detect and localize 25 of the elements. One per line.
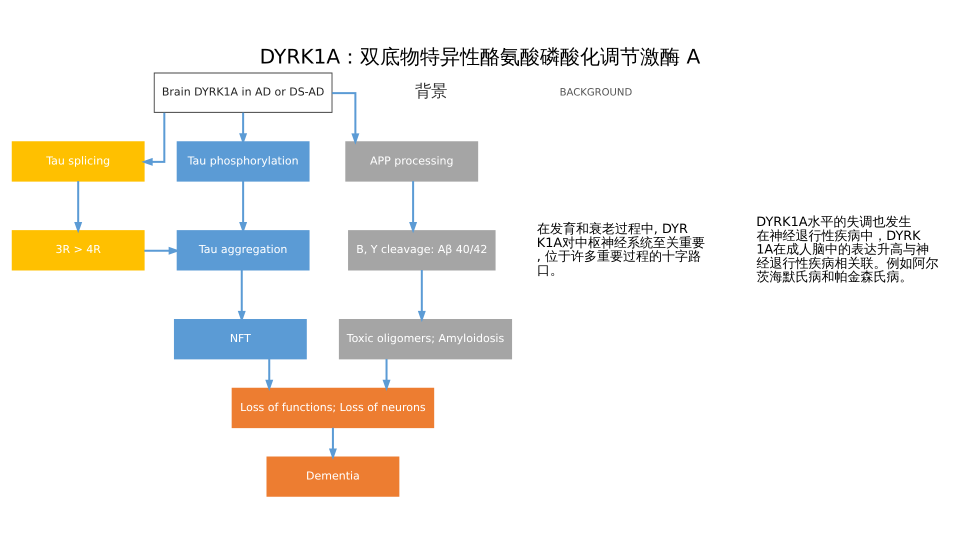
- node-box: Loss of functions; Loss of neurons: [232, 388, 434, 428]
- arrow: [239, 181, 248, 234]
- label: 背景: [414, 82, 447, 101]
- arrow: [409, 181, 418, 234]
- label: BACKGROUND: [560, 87, 632, 98]
- arrow: [74, 181, 82, 234]
- node-box: Toxic oligomers; Amyloidosis: [338, 319, 512, 360]
- diagram-title: DYRK1A：双底物特异性酪氨酸磷酸化调节激酶 A: [260, 44, 700, 68]
- arrow: [328, 428, 337, 460]
- arrow: [265, 359, 274, 392]
- node-box: B, Y cleavage: Aβ 40/42: [348, 230, 496, 270]
- node-box: Tau aggregation: [176, 230, 310, 270]
- node-box: Tau splicing: [12, 141, 145, 182]
- node-box: NFT: [174, 319, 307, 360]
- label: 在发育和衰老过程中, DYRK1A对中枢神经系统至关重要, 位于许多重要过程的十字路口。: [536, 222, 706, 278]
- node-box: Brain DYRK1A in AD or DS-AD: [154, 72, 332, 113]
- label: DYRK1A水平的失调也发生在神经退行性疾病中，DYRK1A在成人脑中的表达升高与神经退行性疾病相关联。例如阿尔茨海默氏病和帕金森氏病。: [756, 215, 938, 286]
- node-box: APP processing: [345, 141, 478, 182]
- arrow: [418, 270, 426, 322]
- node-box: 3R > 4R: [12, 230, 145, 270]
- arrow: [382, 359, 391, 392]
- arrow: [141, 112, 166, 166]
- node-box: Dementia: [266, 456, 400, 497]
- node-box: Tau phosphorylation: [176, 141, 310, 182]
- arrow: [332, 92, 360, 145]
